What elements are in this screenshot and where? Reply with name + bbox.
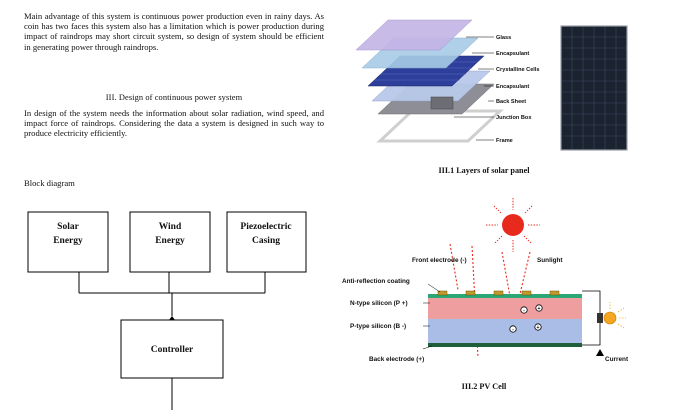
layer-label-encapsulant-lower: Encapsulant xyxy=(496,84,529,90)
sunlight-label: Sunlight xyxy=(537,257,563,264)
front-electrode-label: Front electrode (-) xyxy=(412,257,467,264)
glass-layer xyxy=(355,19,473,51)
figure2-caption: III.2 PV Cell xyxy=(462,382,507,391)
layer-label-back-sheet: Back Sheet xyxy=(496,99,526,105)
figure1-caption: III.1 Layers of solar panel xyxy=(438,166,530,175)
anti-reflection-label: Anti-reflection coating xyxy=(342,278,410,285)
piezo-label-line1: Piezoelectric xyxy=(240,222,291,232)
solar-panel-photo xyxy=(560,25,628,151)
n-type-label: N-type silicon (P +) xyxy=(350,300,408,307)
light-bulb-icon xyxy=(597,302,626,329)
svg-text:-: - xyxy=(512,327,514,333)
layer-label-glass: Glass xyxy=(496,35,511,41)
layer-label-crystalline-cells: Crystalline Cells xyxy=(496,67,540,73)
piezoelectric-casing-block xyxy=(226,211,307,273)
layer-label-junction-box: Junction Box xyxy=(496,115,532,121)
block-diagram-label: Block diagram xyxy=(24,178,75,188)
wind-energy-block xyxy=(129,211,211,273)
current-arrow xyxy=(596,349,604,356)
layer-label-encapsulant-upper: Encapsulant xyxy=(496,51,529,57)
wind-label-line1: Wind xyxy=(159,222,182,232)
svg-text:-: - xyxy=(523,308,525,314)
svg-text:+: + xyxy=(537,325,540,331)
solar-label-line1: Solar xyxy=(57,222,79,232)
current-label: Current xyxy=(605,356,629,363)
layer-leader-lines xyxy=(454,36,494,141)
controller-label: Controller xyxy=(151,345,194,355)
external-circuit xyxy=(582,290,601,346)
sun-icon xyxy=(486,198,540,252)
connector-lines xyxy=(78,272,266,410)
piezo-label-line2: Casing xyxy=(252,236,280,246)
frame-layer xyxy=(376,109,504,143)
arrow-head xyxy=(169,316,175,320)
layer-label-frame: Frame xyxy=(496,138,513,144)
solar-energy-block xyxy=(27,211,109,273)
back-electrode-label: Back electrode (+) xyxy=(369,356,424,363)
solar-label-line2: Energy xyxy=(53,236,83,246)
section-heading: III. Design of continuous power system xyxy=(105,93,243,102)
paragraph-advantage: Main advantage of this system is continu… xyxy=(24,11,324,52)
svg-text:+: + xyxy=(538,306,541,312)
pv-leader-lines xyxy=(422,283,441,350)
junction-box-part xyxy=(430,96,454,110)
charge-carriers xyxy=(509,304,543,333)
paragraph-design: In design of the system needs the inform… xyxy=(24,108,324,139)
p-type-label: P-type silicon (B -) xyxy=(350,323,406,330)
pv-cell-layers xyxy=(428,294,582,347)
wind-label-line2: Energy xyxy=(155,236,185,246)
front-electrode-fingers xyxy=(437,290,560,296)
exploded-layers xyxy=(355,19,504,143)
